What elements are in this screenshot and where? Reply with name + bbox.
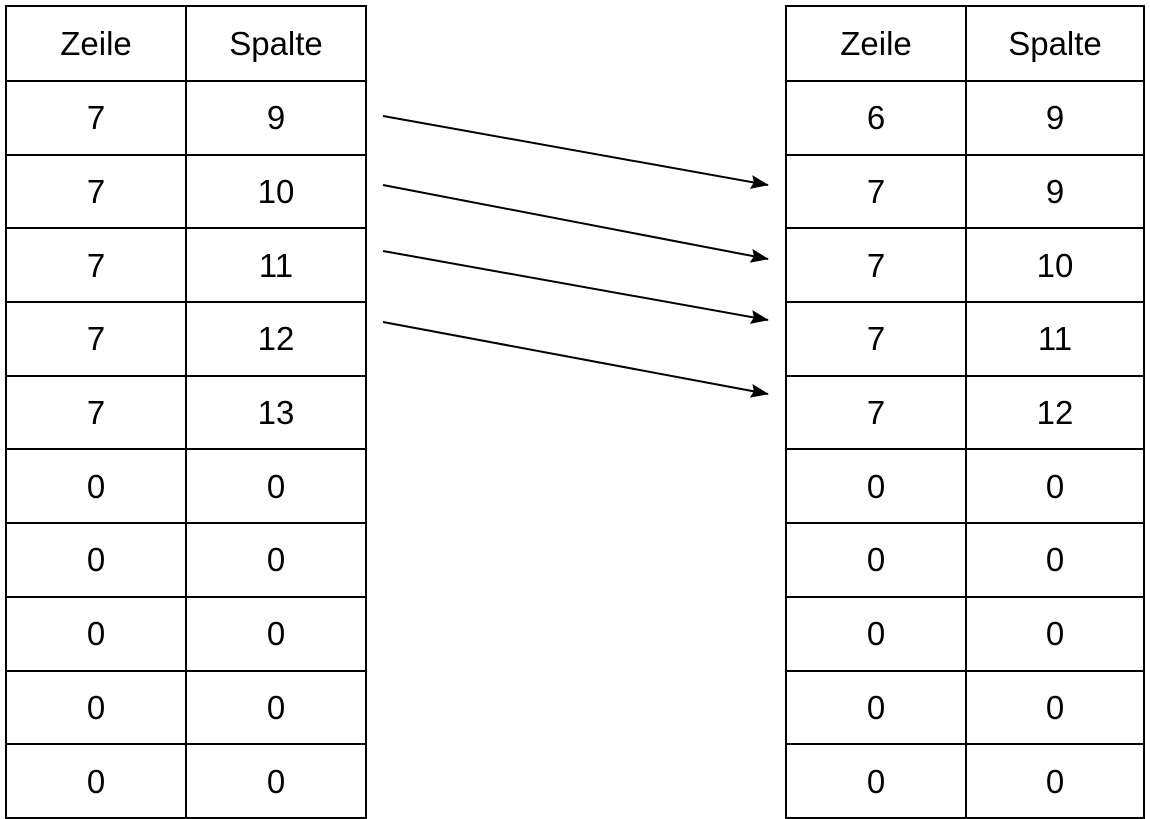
table-row: 0 0 [5,448,367,525]
arrow-3 [382,250,769,324]
table-row: 0 0 [5,522,367,598]
cell-zeile: 7 [5,374,187,451]
cell-zeile: 0 [5,595,187,672]
cell-zeile: 0 [5,669,187,746]
cell-spalte: 0 [185,595,367,672]
cell-zeile: 7 [5,301,187,377]
source-header-spalte: Spalte [185,5,367,82]
source-header-zeile: Zeile [5,5,187,82]
table-row: 7 12 [785,374,1145,451]
cell-spalte: 0 [965,522,1145,598]
cell-zeile: 0 [785,595,967,672]
cell-spalte: 11 [185,227,367,304]
cell-zeile: 7 [785,301,967,377]
cell-spalte: 9 [965,153,1145,230]
cell-spalte: 13 [185,374,367,451]
table-row: 7 9 [5,80,367,156]
source-table: Zeile Spalte 7 9 7 10 7 11 7 12 7 [5,5,367,819]
cell-zeile: 7 [5,153,187,230]
cell-zeile: 6 [785,80,967,156]
table-row: 0 0 [5,743,367,819]
table-row: 7 10 [785,227,1145,304]
table-row: 0 0 [5,595,367,672]
cell-spalte: 0 [185,743,367,819]
table-header-row: Zeile Spalte [5,5,367,82]
diagram-canvas: Zeile Spalte 7 9 7 10 7 11 7 12 7 [5,5,1145,819]
arrow-4 [382,321,769,398]
cell-spalte: 0 [185,669,367,746]
cell-spalte: 12 [185,301,367,377]
table-row: 0 0 [785,595,1145,672]
target-header-spalte: Spalte [965,5,1145,82]
cell-zeile: 0 [785,522,967,598]
cell-zeile: 0 [785,448,967,525]
arrow-2 [382,184,769,263]
cell-spalte: 9 [965,80,1145,156]
table-row: 7 12 [5,301,367,377]
arrow-1 [382,115,769,189]
table-row: 7 10 [5,153,367,230]
cell-zeile: 7 [5,80,187,156]
target-table: Zeile Spalte 6 9 7 9 7 10 7 11 7 [785,5,1145,819]
cell-spalte: 10 [185,153,367,230]
table-row: 6 9 [785,80,1145,156]
table-row: 0 0 [5,669,367,746]
table-row: 7 11 [5,227,367,304]
cell-spalte: 12 [965,374,1145,451]
cell-zeile: 0 [5,743,187,819]
cell-zeile: 0 [5,522,187,598]
table-row: 7 9 [785,153,1145,230]
target-header-zeile: Zeile [785,5,967,82]
cell-zeile: 7 [785,153,967,230]
cell-zeile: 7 [785,374,967,451]
cell-zeile: 0 [785,743,967,819]
table-row: 7 11 [785,301,1145,377]
cell-spalte: 0 [185,522,367,598]
table-row: 0 0 [785,743,1145,819]
cell-zeile: 0 [785,669,967,746]
cell-spalte: 9 [185,80,367,156]
table-row: 0 0 [785,669,1145,746]
table-row: 7 13 [5,374,367,451]
cell-spalte: 0 [965,669,1145,746]
cell-spalte: 10 [965,227,1145,304]
table-row: 0 0 [785,448,1145,525]
table-header-row: Zeile Spalte [785,5,1145,82]
cell-spalte: 0 [965,743,1145,819]
cell-spalte: 0 [965,448,1145,525]
cell-zeile: 7 [5,227,187,304]
cell-zeile: 0 [5,448,187,525]
table-row: 0 0 [785,522,1145,598]
cell-spalte: 11 [965,301,1145,377]
cell-spalte: 0 [185,448,367,525]
cell-zeile: 7 [785,227,967,304]
cell-spalte: 0 [965,595,1145,672]
